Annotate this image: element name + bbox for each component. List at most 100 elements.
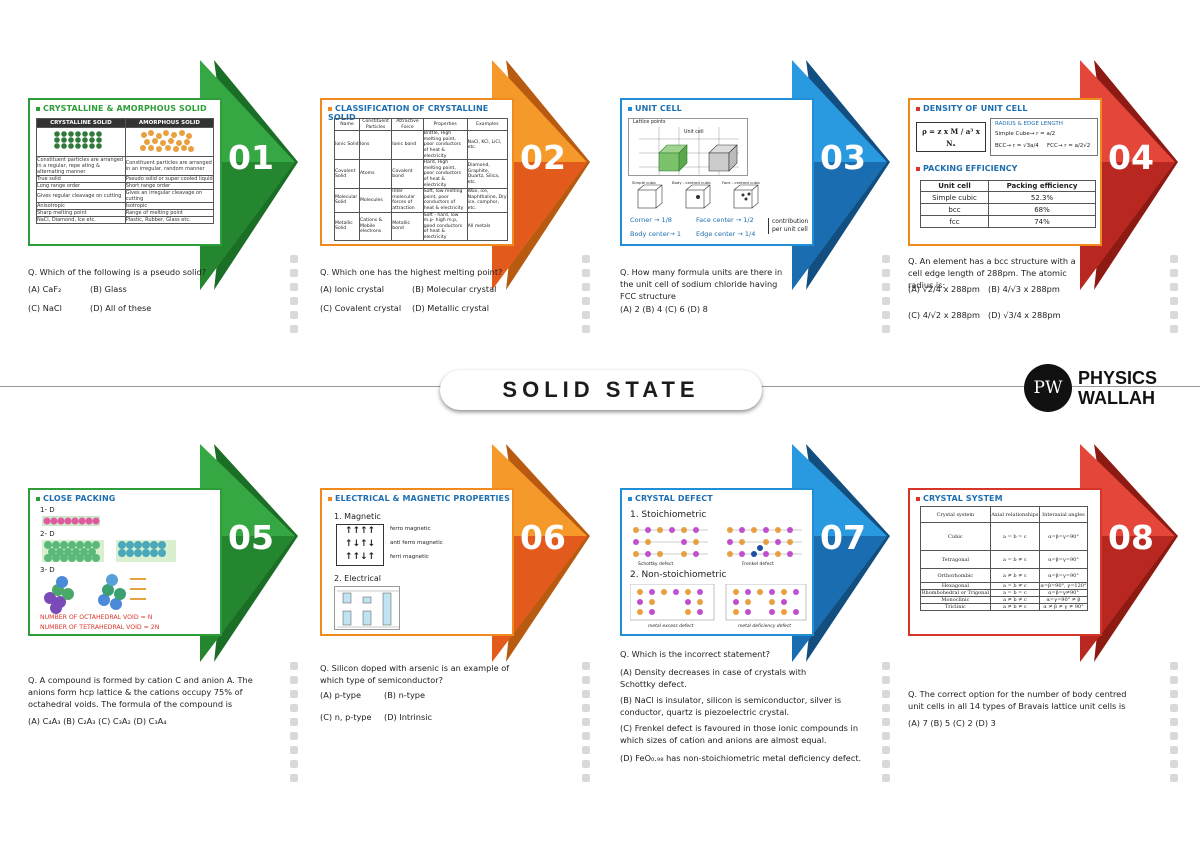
table-cell: Brittle, High melting point, poor conduc…: [422, 130, 468, 161]
table-cell: Sharp melting point: [36, 209, 126, 217]
table-cell: Soft - hard, low m.p- high m.p, good con…: [422, 211, 468, 242]
brand-line-1: PHYSICS: [1078, 368, 1158, 388]
table-cell: Constituent particles are arranged in an…: [124, 156, 215, 176]
panel-03: UNIT CELL Lattice points Unit cell Simpl…: [592, 0, 892, 425]
arrow-08: [1080, 444, 1178, 662]
density-formula: ρ = z x M / a³ x Nₐ: [916, 122, 986, 152]
table-cell: Rhombohedral or Trigonal: [920, 589, 991, 597]
table-cell: a = b = c: [989, 522, 1040, 551]
amorphous-illustration: [139, 130, 194, 152]
arrow-05: [200, 444, 298, 662]
option-c: (C) NaCl: [28, 303, 62, 313]
frenkel-caption: Frenkel defect: [742, 562, 774, 567]
section-number: 06: [520, 518, 566, 557]
stoichiometric-lattice: [633, 527, 802, 557]
table-cell: a ≠ b ≠ c: [989, 596, 1040, 604]
card-03: UNIT CELL Lattice points Unit cell Simpl…: [620, 98, 814, 246]
table-cell: Soft, low melting point, poor conductors…: [422, 188, 468, 213]
table-cell: Cations & Mobile electrons: [358, 211, 393, 242]
arrow-03: [792, 60, 890, 290]
progress-dots: [882, 255, 890, 339]
arrow-04: [1080, 60, 1178, 290]
table-cell: Anisotropic: [36, 202, 126, 210]
col-header: Attractive Force: [391, 117, 424, 132]
option-c: (C) 4/√2 x 288pm: [908, 310, 980, 320]
option-b: (B) Glass: [90, 284, 127, 294]
tetrahedral-note: NUMBER OF TETRAHEDRAL VOID = 2N: [40, 624, 160, 631]
option-b: (B) Molecular crystal: [412, 284, 497, 294]
classification-table: Name Constituent Particles Attractive Fo…: [334, 117, 509, 242]
table-cell: Ionic bond: [391, 130, 424, 161]
radius-bcc: BCC→ r = √3a/4: [995, 143, 1039, 149]
section-number: 07: [820, 518, 866, 557]
table-cell: a = b ≠ c: [989, 550, 1040, 569]
option-d: (D) All of these: [90, 303, 152, 313]
magnetic-arrows-icon: ↑↑↑↑↑↓↑↓↑↑↓↑: [336, 524, 384, 566]
packing-title: PACKING EFFICIENCY: [916, 164, 1017, 173]
question-text: Q. Which of the following is a pseudo so…: [28, 267, 207, 277]
label-2d: 2- D: [40, 530, 55, 538]
card-title: CLOSE PACKING: [36, 494, 115, 503]
card-08: CRYSTAL SYSTEM Crystal system Axial rela…: [908, 488, 1102, 636]
lattice-label: Lattice points: [632, 120, 667, 125]
1d-packing-illustration: [42, 516, 100, 526]
table-cell: True solid: [36, 175, 126, 183]
antiferro-label: anti ferro magnetic: [390, 540, 443, 546]
table-cell: bcc: [920, 203, 989, 216]
option-c: (C) Frenkel defect is favoured in those …: [620, 723, 859, 745]
section-number: 08: [1108, 518, 1154, 557]
panel-06: ELECTRICAL & MAGNETIC PROPERTIES 1. Magn…: [292, 426, 592, 851]
arrow-02: [492, 60, 590, 290]
col-header: Constituent Particles: [358, 117, 393, 132]
table-cell: α=β=γ=90°: [1038, 568, 1089, 583]
card-04: DENSITY OF UNIT CELL ρ = z x M / a³ x Nₐ…: [908, 98, 1102, 246]
question-text: Q. An element has a bcc structure with a…: [908, 256, 1076, 290]
crystal-system-table: Crystal system Axial relationships Inter…: [920, 506, 1089, 611]
table-cell: α=β=γ≠90°: [1038, 589, 1089, 597]
table-cell: Covalent bond: [391, 159, 424, 190]
table-cell: Cubic: [920, 522, 991, 551]
panel-08: CRYSTAL SYSTEM Crystal system Axial rela…: [880, 426, 1180, 851]
progress-dots: [582, 662, 590, 788]
question-text: Q. Which one has the highest melting poi…: [320, 267, 503, 277]
2d-packing-illustration: [42, 540, 176, 562]
card-title: CRYSTAL SYSTEM: [916, 494, 1003, 503]
col-header: Axial relationships: [989, 506, 1040, 523]
table-cell: α=γ=90° ≠ β: [1038, 596, 1089, 604]
options-line: (A) 7 (B) 5 (C) 2 (D) 3: [908, 718, 996, 728]
card-02: CLASSIFICATION OF CRYSTALLINE SOLID Name…: [320, 98, 514, 246]
card-title: CRYSTAL DEFECT: [628, 494, 713, 503]
table-cell: Metallic Solid: [334, 211, 360, 242]
panel-04: DENSITY OF UNIT CELL ρ = z x M / a³ x Nₐ…: [880, 0, 1180, 425]
option-c: (C) n, p-type: [320, 712, 372, 722]
card-title: CRYSTALLINE & AMORPHOUS SOLID: [36, 104, 207, 113]
table-cell: Plastic, Rubber, Glass etc.: [124, 216, 215, 224]
progress-dots: [1170, 255, 1178, 339]
col-header: CRYSTALLINE SOLID: [36, 118, 126, 128]
panel-07: CRYSTAL DEFECT 1. Stoichiometric Schottk…: [592, 426, 892, 851]
electrical-subtitle: 2. Electrical: [334, 574, 381, 583]
radius-simple: Simple Cube→ r = a/2: [995, 131, 1056, 137]
table-cell: Monoclinic: [920, 596, 991, 604]
panel-05: CLOSE PACKING 1- D 2- D 3- D NUMBER OF O…: [0, 426, 300, 851]
metal-excess-caption: metal excess defect: [648, 624, 694, 629]
card-01: CRYSTALLINE & AMORPHOUS SOLID CRYSTALLIN…: [28, 98, 222, 246]
table-cell: Hexagonal: [920, 582, 991, 590]
table-cell: Wax, ice, Naphthaline, Dry ice, camphor,…: [466, 188, 509, 213]
option-a: (A) √2/4 x 288pm: [908, 284, 980, 294]
arrow-07: [792, 444, 890, 662]
table-cell: 74%: [987, 215, 1097, 228]
question-text: Q. How many formula units are there in t…: [620, 267, 783, 301]
question-text: Q. The correct option for the number of …: [908, 689, 1127, 711]
card-title: ELECTRICAL & MAGNETIC PROPERTIES: [328, 494, 510, 503]
contrib-edge: Edge center → 1/4: [696, 230, 756, 238]
card-05: CLOSE PACKING 1- D 2- D 3- D NUMBER OF O…: [28, 488, 222, 636]
section-number: 01: [228, 138, 274, 177]
crystalline-illustration: [54, 131, 102, 149]
table-cell: α ≠ β ≠ γ ≠ 90°: [1038, 603, 1089, 611]
table-cell: α=β=γ=90°: [1038, 550, 1089, 569]
col-header: Properties: [422, 117, 468, 132]
radius-fcc: FCC→ r = a/2√2: [1047, 143, 1091, 149]
table-cell: Molecular Solid: [334, 188, 360, 213]
fcc-label: Face - centred cubic: [722, 180, 761, 185]
